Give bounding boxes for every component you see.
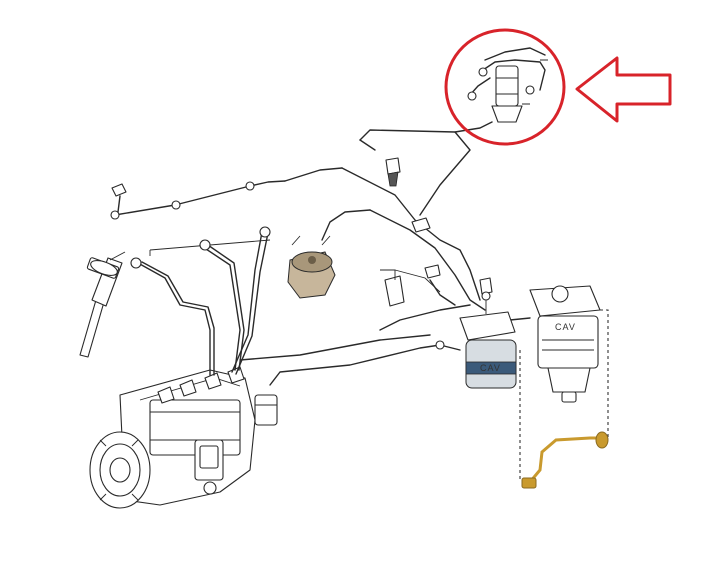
filter-label-right: CAV (555, 322, 576, 332)
fuel-lines (239, 121, 531, 386)
injector-pipes (130, 226, 271, 376)
water-drain-assembly (519, 309, 609, 489)
lift-pump (287, 209, 371, 299)
injection-pump (89, 366, 278, 509)
highlight-circle (444, 28, 566, 146)
fittings (380, 157, 493, 350)
fuel-filter-large: CAV (529, 285, 601, 403)
fuel-shutoff-solenoid (467, 47, 548, 123)
filter-label-left: CAV (480, 363, 501, 373)
leak-off-rail (110, 167, 343, 220)
fuel-injector (79, 251, 126, 358)
fuel-filter-small: CAV (459, 291, 517, 389)
left-arrow-outline-icon (575, 56, 672, 123)
